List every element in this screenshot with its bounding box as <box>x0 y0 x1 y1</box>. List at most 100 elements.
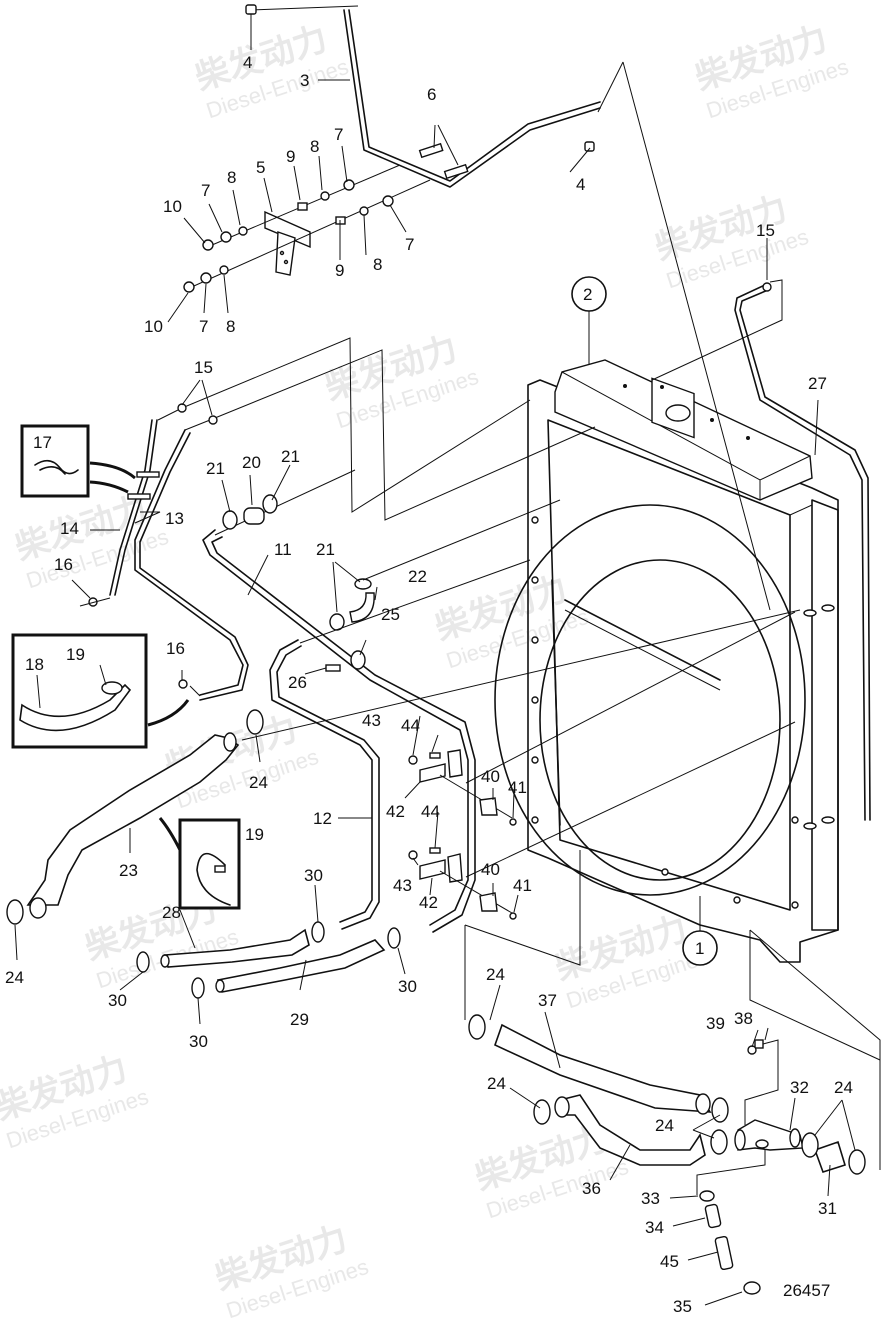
label-32: 32 <box>790 1078 809 1097</box>
label-36: 36 <box>582 1179 601 1198</box>
watermark: 柴发动力 Diesel-Engines <box>691 19 852 123</box>
label-45: 45 <box>660 1252 679 1271</box>
label-10: 10 <box>144 317 163 336</box>
label-40: 40 <box>481 767 500 786</box>
label-18: 18 <box>25 655 44 674</box>
drain-assembly <box>696 1039 779 1295</box>
label-11: 11 <box>274 540 292 559</box>
hose-clamp-24 <box>711 1097 729 1123</box>
label-16: 16 <box>166 639 185 658</box>
nut-10 <box>183 281 195 293</box>
label-7: 7 <box>201 181 210 200</box>
pipe-12 <box>269 559 531 930</box>
label-21: 21 <box>281 447 300 466</box>
nipple-15 <box>762 282 772 292</box>
watermark: 柴发动力 Diesel-Engines <box>211 1219 372 1320</box>
clip-17 <box>127 493 151 500</box>
label-7: 7 <box>405 235 414 254</box>
label-42: 42 <box>419 893 438 912</box>
label-8: 8 <box>226 317 235 336</box>
label-10: 10 <box>163 197 182 216</box>
hose-28 <box>136 921 325 973</box>
radiator <box>494 379 839 963</box>
label-4: 4 <box>576 175 585 194</box>
callout-labels: 4 3 6 4 5 10 7 8 9 8 7 9 8 7 10 7 8 15 1… <box>5 53 853 1316</box>
nut-10 <box>202 239 214 251</box>
washer-8 <box>219 265 229 275</box>
label-19: 19 <box>245 825 264 844</box>
label-37: 37 <box>538 991 557 1010</box>
label-29: 29 <box>290 1010 309 1029</box>
inset-19 <box>158 817 241 910</box>
nipple-16 <box>88 597 98 607</box>
screw-41 <box>509 912 517 920</box>
watermark: 柴发动力 Diesel-Engines <box>0 1049 152 1153</box>
label-14: 14 <box>60 519 79 538</box>
label-24: 24 <box>5 968 24 987</box>
watermark: 柴发动力 Diesel-Engines <box>191 19 352 123</box>
seal-ring-33 <box>699 1190 715 1202</box>
callout-leaders <box>14 79 856 1306</box>
callout-1-label: 1 <box>695 939 704 958</box>
label-43: 43 <box>393 876 412 895</box>
label-20: 20 <box>242 453 261 472</box>
clamp-25 <box>350 650 366 670</box>
drain-valve-45 <box>714 1235 734 1271</box>
banjo-screws-6 <box>418 142 469 180</box>
label-27: 27 <box>808 374 827 393</box>
hose-clamp-24 <box>848 1149 866 1175</box>
label-3: 3 <box>300 71 309 90</box>
screw-38 <box>754 1039 764 1049</box>
label-39: 39 <box>706 1014 725 1033</box>
adapter-34 <box>704 1203 722 1229</box>
label-19: 19 <box>66 645 85 664</box>
label-28: 28 <box>162 903 181 922</box>
label-16: 16 <box>54 555 73 574</box>
label-21: 21 <box>206 459 225 478</box>
hose-clamp-21 <box>262 494 278 514</box>
label-7: 7 <box>334 125 343 144</box>
hose-36 <box>533 1094 728 1166</box>
label-35: 35 <box>673 1297 692 1316</box>
hose-clamp-21 <box>222 510 238 530</box>
connector-20-clamps-21 <box>214 469 561 672</box>
nut-43 <box>408 755 418 765</box>
washer-8 <box>238 226 248 236</box>
label-40: 40 <box>481 860 500 879</box>
watermark: 柴发动力 Diesel-Engines <box>321 329 482 433</box>
label-15: 15 <box>194 358 213 377</box>
hose-clamp-30 <box>191 977 205 999</box>
screw-44 <box>429 847 441 854</box>
nipple-16 <box>178 679 188 689</box>
pipe-32 <box>734 1119 804 1151</box>
label-9: 9 <box>335 261 344 280</box>
pipes-13-14 <box>79 337 596 701</box>
label-42: 42 <box>386 802 405 821</box>
label-21: 21 <box>316 540 335 559</box>
washer-7 <box>382 195 394 207</box>
label-13: 13 <box>165 509 184 528</box>
nut-39 <box>747 1045 757 1055</box>
hose-clamp-24 <box>801 1132 819 1158</box>
screw-41 <box>509 818 517 826</box>
bracket-assembly-lower <box>408 721 796 920</box>
bracket-42 <box>419 763 446 783</box>
label-33: 33 <box>641 1189 660 1208</box>
pipe-27 <box>651 279 871 821</box>
label-5: 5 <box>256 158 265 177</box>
label-9: 9 <box>286 147 295 166</box>
label-24: 24 <box>486 965 505 984</box>
washer-7 <box>343 179 355 191</box>
hose-clamp-24 <box>246 709 264 735</box>
inset-17 <box>20 424 136 498</box>
label-23: 23 <box>119 861 138 880</box>
nipple-15 <box>208 415 218 425</box>
label-8: 8 <box>373 255 382 274</box>
label-17: 17 <box>33 433 52 452</box>
cap-35 <box>743 1281 761 1295</box>
hose-clamp-24 <box>468 1014 486 1040</box>
label-26: 26 <box>288 673 307 692</box>
radiator-bolt-holes <box>531 516 835 909</box>
clip-40 <box>479 797 498 816</box>
